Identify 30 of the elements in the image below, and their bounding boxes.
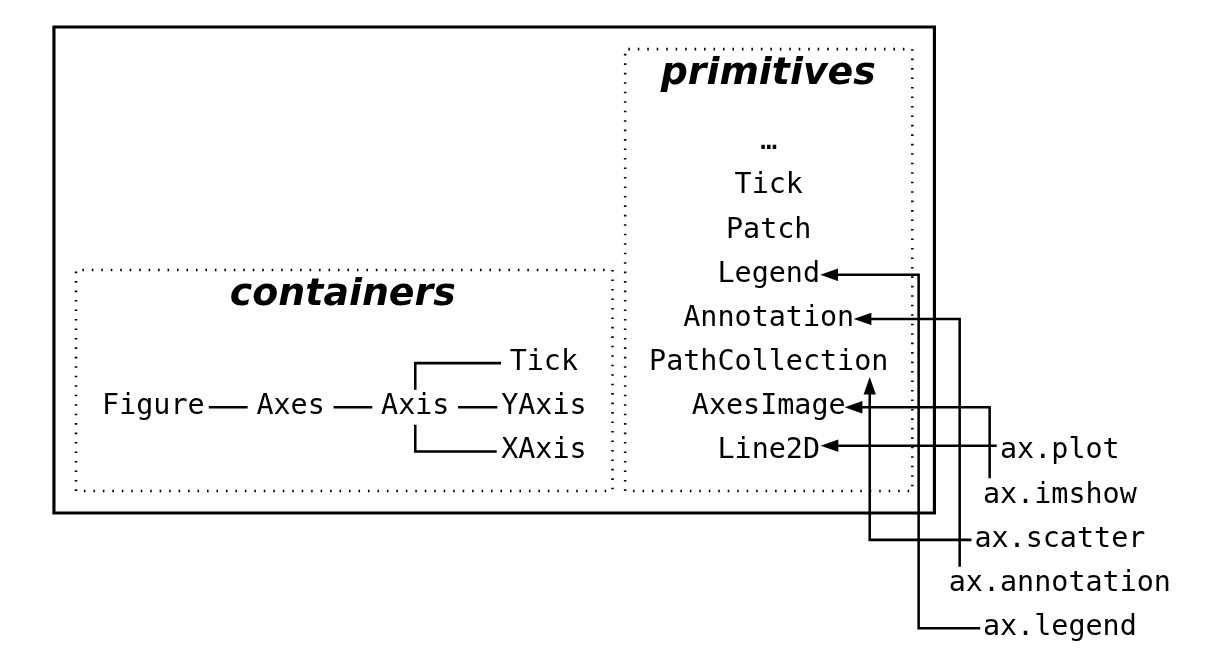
node-text: Tick <box>509 344 579 378</box>
node-text: Axes <box>256 388 325 422</box>
node-text: ax.scatter <box>974 520 1146 554</box>
node-text: ax.plot <box>1000 432 1120 466</box>
node-text: ax.imshow <box>982 476 1137 510</box>
arrow <box>820 268 981 630</box>
cluster <box>52 25 936 515</box>
node-text: Patch <box>726 211 812 245</box>
node-text: AxesImage <box>691 388 846 422</box>
arrow <box>853 312 961 567</box>
connector <box>333 406 373 409</box>
node-text: XAxis <box>501 432 587 466</box>
connector <box>458 406 498 409</box>
node-text: ax.legend <box>982 609 1137 643</box>
node-text: Axis <box>381 388 450 422</box>
node-text: PathCollection <box>649 344 889 378</box>
node-text: Legend <box>717 255 821 289</box>
arrow <box>820 439 997 452</box>
node-text: YAxis <box>501 388 587 422</box>
arrow <box>844 401 991 479</box>
node-text: Tick <box>734 167 803 201</box>
node-text: Line2D <box>717 432 821 466</box>
node-text: … <box>760 123 778 157</box>
arrow <box>863 376 972 542</box>
node-text: Annotation <box>683 299 855 333</box>
connector <box>414 424 497 453</box>
connector <box>208 406 248 409</box>
node-text: ax.annotation <box>948 564 1171 598</box>
connector <box>414 361 502 390</box>
node-text: Figure <box>102 388 205 422</box>
